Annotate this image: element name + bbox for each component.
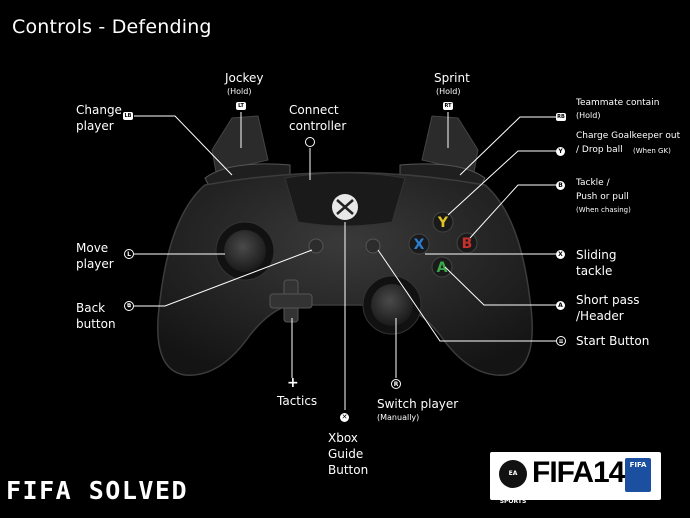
svg-text:Y: Y (437, 215, 449, 231)
svg-text:X: X (414, 237, 425, 253)
charge-label-1: Charge Goalkeeper out (576, 131, 681, 141)
tactics-label: Tactics (277, 394, 318, 408)
sprint-sub: (Hold) (436, 87, 461, 96)
teammate-sub: (Hold) (576, 111, 601, 120)
view-icon: ⧉ (124, 301, 134, 311)
rb-icon: RB (556, 113, 566, 121)
svg-text:B: B (462, 236, 473, 252)
a-button-graphic (431, 256, 453, 278)
menu-icon: ≡ (556, 336, 566, 346)
right-trigger (421, 115, 479, 173)
b-button-graphic (456, 232, 478, 254)
page-title: Controls - Defending (12, 16, 212, 38)
svg-text:A: A (437, 260, 448, 276)
shortpass-label-1: Short pass (576, 293, 640, 307)
xbox-icon: ✕ (340, 413, 349, 422)
b-icon: B (556, 181, 565, 190)
left-trigger (211, 115, 269, 173)
change-player-label-1: Change (76, 103, 122, 117)
jockey-sub: (Hold) (227, 87, 252, 96)
y-button-graphic (432, 211, 454, 233)
shortpass-label-2: /Header (576, 309, 624, 323)
tackle-label-1: Tackle / (576, 178, 610, 188)
teammate-label: Teammate contain (576, 98, 660, 108)
x-button-graphic (408, 233, 430, 255)
start-label: Start Button (576, 334, 650, 348)
right-stick-icon: R (391, 379, 401, 389)
fifa-badge: FIFA (625, 458, 651, 492)
dpad-graphic (269, 279, 313, 323)
sliding-label-2: tackle (576, 264, 613, 278)
rt-icon: RT (443, 102, 453, 110)
sliding-label-1: Sliding (576, 248, 617, 262)
tackle-sub: (When chasing) (576, 206, 631, 214)
back-label-2: button (76, 317, 116, 331)
switch-label: Switch player (377, 397, 459, 411)
leader-lines (134, 112, 556, 410)
switch-sub: (Manually) (377, 413, 420, 422)
connect-label-1: Connect (289, 103, 339, 117)
move-label-1: Move (76, 241, 109, 255)
ea-sports-logo: EA SPORTS (499, 460, 527, 505)
connect-icon (305, 137, 315, 147)
charge-label-2: / Drop ball (576, 145, 623, 155)
left-stick-icon: L (124, 249, 134, 259)
y-icon: Y (556, 147, 565, 156)
lb-icon: LB (123, 112, 133, 120)
sprint-label: Sprint (434, 71, 470, 85)
jockey-label: Jockey (225, 71, 264, 85)
move-label-2: player (76, 257, 114, 271)
tackle-label-2: Push or pull (576, 192, 629, 202)
fifa14-logo: EA SPORTS FIFA14 FIFA (490, 452, 661, 505)
change-player-label-2: player (76, 119, 114, 133)
xbox-label-2: Guide (328, 447, 364, 461)
back-label-1: Back (76, 301, 106, 315)
dpad-icon: + (287, 375, 299, 391)
lt-icon: LT (236, 102, 246, 110)
xbox-label-3: Button (328, 463, 369, 477)
x-icon: X (556, 250, 565, 259)
a-icon: A (556, 301, 565, 310)
connect-label-2: controller (289, 119, 347, 133)
xbox-label-1: Xbox (328, 431, 358, 445)
charge-sub: (When GK) (633, 147, 671, 155)
fifa14-wordmark: FIFA14 (532, 456, 625, 489)
brand-text: FIFA SOLVED (6, 476, 189, 505)
